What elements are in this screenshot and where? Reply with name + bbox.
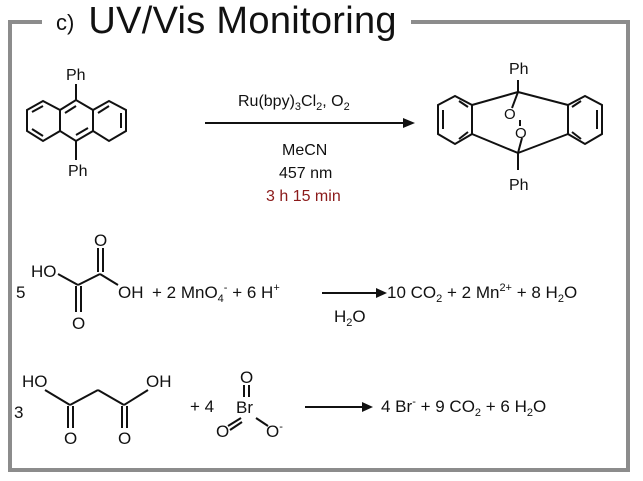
product-ph-bottom: Ph bbox=[509, 177, 529, 194]
panel-title: UV/Vis Monitoring bbox=[88, 0, 397, 42]
wavelength-label: 457 nm bbox=[279, 165, 332, 182]
bromate-o-left: O bbox=[216, 422, 229, 441]
malonic-acid-structure bbox=[44, 389, 149, 428]
bromate-br: Br bbox=[236, 398, 253, 417]
bromate-structure bbox=[227, 385, 269, 431]
reactant-ph-top: Ph bbox=[66, 67, 86, 84]
endoperoxide-structure bbox=[437, 80, 603, 170]
malonic-oh: OH bbox=[146, 372, 172, 391]
panel-label: c) bbox=[56, 10, 75, 35]
peroxide-o-1: O bbox=[504, 106, 516, 123]
title-bar: c) UV/Vis Monitoring bbox=[42, 0, 411, 42]
oxalic-oh: OH bbox=[118, 283, 144, 302]
reaction2-coefficient: 5 bbox=[16, 283, 25, 302]
bromate-o-right: O- bbox=[266, 421, 283, 441]
solvent-label: MeCN bbox=[282, 142, 327, 159]
reaction3-coefficient: 3 bbox=[14, 403, 23, 422]
oxalic-o-bottom: O bbox=[72, 314, 85, 333]
malonic-o-left: O bbox=[64, 429, 77, 448]
reaction2-products: 10 CO2 + 2 Mn2+ + 8 H2O bbox=[387, 282, 577, 305]
malonic-o-right: O bbox=[118, 429, 131, 448]
reaction3-products: 4 Br- + 9 CO2 + 6 H2O bbox=[381, 396, 546, 419]
peroxide-o-2: O bbox=[515, 125, 527, 142]
reactant-ph-bottom: Ph bbox=[68, 163, 88, 180]
malonic-ho: HO bbox=[22, 372, 48, 391]
time-label: 3 h 15 min bbox=[266, 188, 341, 205]
oxalic-ho: HO bbox=[31, 262, 57, 281]
oxalic-acid-structure bbox=[57, 248, 119, 312]
reagent-line: Ru(bpy)3Cl2, O2 bbox=[238, 93, 350, 113]
anthracene-structure bbox=[26, 84, 127, 160]
reaction2-reagents: + 2 MnO4- + 6 H+ bbox=[152, 282, 280, 305]
reaction3-plus-four: + 4 bbox=[190, 397, 214, 416]
reaction2-water: H2O bbox=[334, 307, 366, 329]
oxalic-o-top: O bbox=[94, 231, 107, 250]
product-ph-top: Ph bbox=[509, 61, 529, 78]
bromate-o-top: O bbox=[240, 368, 253, 387]
